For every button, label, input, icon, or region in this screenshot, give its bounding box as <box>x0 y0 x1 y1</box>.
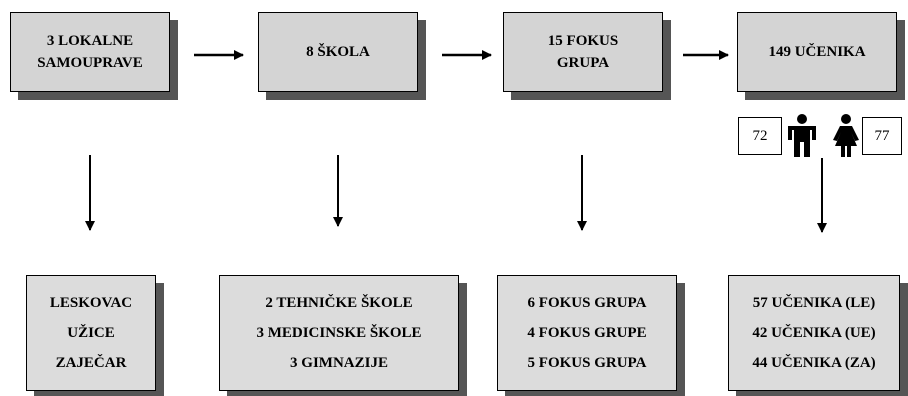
student-group-1: 57 UČENIKA (LE) <box>752 295 876 311</box>
box-student-breakdown: 57 UČENIKA (LE) 42 UČENIKA (UE) 44 UČENI… <box>728 275 900 391</box>
female-count-value: 77 <box>874 127 890 144</box>
male-count-value: 72 <box>752 127 768 144</box>
school-type-1: 2 TEHNIČKE ŠKOLE <box>265 295 413 311</box>
box-focus-groups: 15 FOKUS GRUPA <box>503 12 663 92</box>
box-schools-label: 8 ŠKOLA <box>306 44 370 60</box>
student-group-2: 42 UČENIKA (UE) <box>752 325 876 341</box>
box-local-governments-label: 3 LOKALNE SAMOUPRAVE <box>37 33 143 71</box>
municipality-1: LESKOVAC <box>49 295 133 311</box>
student-group-3: 44 UČENIKA (ZA) <box>752 355 876 371</box>
focus-group-1: 6 FOKUS GRUPA <box>527 295 647 311</box>
focus-group-3: 5 FOKUS GRUPA <box>527 355 647 371</box>
school-type-2: 3 MEDICINSKE ŠKOLE <box>256 325 422 341</box>
box-focus-group-breakdown: 6 FOKUS GRUPA 4 FOKUS GRUPE 5 FOKUS GRUP… <box>497 275 677 391</box>
male-count: 72 <box>738 117 782 155</box>
municipality-3: ZAJEČAR <box>55 355 127 371</box>
box-students-label: 149 UČENIKA <box>768 44 866 60</box>
box-municipalities-list: LESKOVAC UŽICE ZAJEČAR <box>26 275 156 391</box>
box-school-types: 2 TEHNIČKE ŠKOLE 3 MEDICINSKE ŠKOLE 3 GI… <box>219 275 459 391</box>
municipality-2: UŽICE <box>67 325 115 341</box>
male-person-icon <box>788 114 816 157</box>
female-person-icon <box>833 114 859 157</box>
school-type-3: 3 GIMNAZIJE <box>290 355 388 371</box>
box-local-governments: 3 LOKALNE SAMOUPRAVE <box>10 12 170 92</box>
focus-group-2: 4 FOKUS GRUPE <box>527 325 647 341</box>
box-focus-groups-label: 15 FOKUS GRUPA <box>547 33 619 71</box>
female-count: 77 <box>862 117 902 155</box>
box-students: 149 UČENIKA <box>737 12 897 92</box>
box-schools: 8 ŠKOLA <box>258 12 418 92</box>
